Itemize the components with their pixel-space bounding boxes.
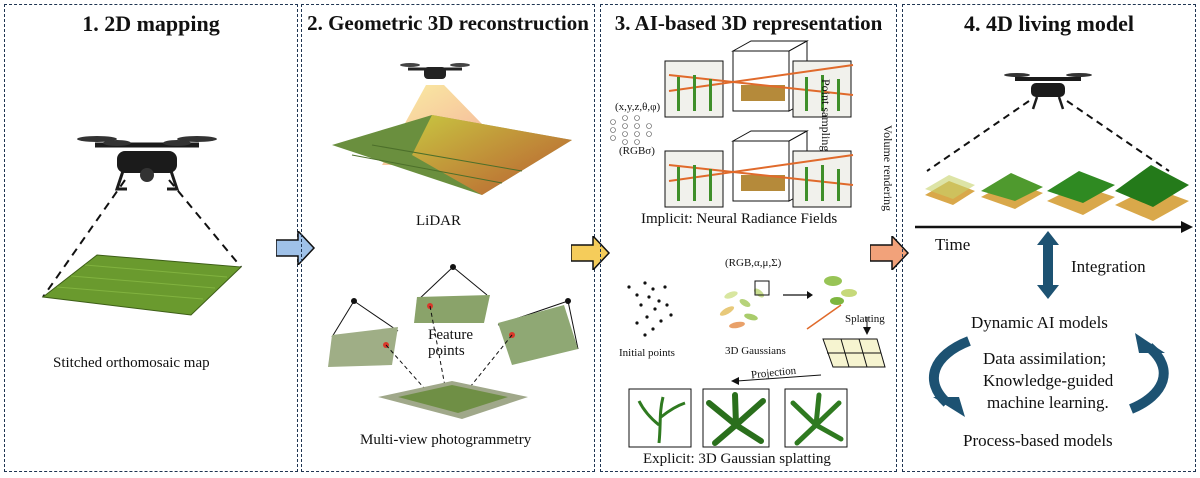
panel-title: 3. AI-based 3D representation xyxy=(614,11,883,35)
panel-title: 4. 4D living model xyxy=(964,11,1134,36)
drone-map-illustration xyxy=(41,136,243,316)
growth-plot-1 xyxy=(925,175,975,205)
assimilation-line-3: machine learning. xyxy=(987,393,1109,412)
time-label: Time xyxy=(935,235,971,254)
panel-2d-mapping: 1. 2D mapping Stitched orthomosaic map xyxy=(4,4,298,472)
lidar-photogrammetry-illustration xyxy=(328,63,579,419)
panel-title: 1. 2D mapping xyxy=(82,11,220,36)
orthomosaic-field xyxy=(41,254,243,316)
growth-plot-4 xyxy=(1115,165,1189,221)
gaussian-ellipses xyxy=(719,288,764,329)
camera-view-1 xyxy=(414,295,490,323)
photogrammetry-label: Multi-view photogrammetry xyxy=(360,432,532,448)
integration-arrow xyxy=(1037,231,1059,299)
feature-points-label: Feature points xyxy=(428,327,473,359)
gaussians-label: 3D Gaussians xyxy=(725,345,786,357)
orthomosaic-caption: Stitched orthomosaic map xyxy=(53,355,210,371)
dynamic-models-label: Dynamic AI models xyxy=(971,313,1108,332)
neural-network-icon xyxy=(610,115,652,145)
nerf-gaussian-illustration xyxy=(610,40,886,448)
assimilation-line-1: Data assimilation; xyxy=(983,349,1107,368)
initial-points-label: Initial points xyxy=(619,347,675,359)
drone-icon xyxy=(1004,73,1092,110)
lidar-drone-icon xyxy=(400,63,470,79)
camera-view-2 xyxy=(328,327,398,367)
cycle-arrows xyxy=(929,336,1169,414)
point-sampling-label: Point sampling xyxy=(819,79,833,152)
assimilation-line-2: Knowledge-guided xyxy=(983,371,1114,390)
nerf-output-label: (RGBσ) xyxy=(619,145,655,157)
gaussian-caption: Explicit: 3D Gaussian splatting xyxy=(643,451,831,467)
drone-icon xyxy=(77,136,217,191)
panel-4d-living-model: 4. 4D living model Tim xyxy=(902,4,1196,472)
nerf-input-label: (x,y,z,θ,φ) xyxy=(615,101,661,113)
initial-points-cloud xyxy=(627,281,673,337)
panel-ai-3d-representation: 3. AI-based 3D representation xyxy=(600,4,897,472)
panel-geometric-reconstruction: 2. Geometric 3D reconstruction xyxy=(301,4,595,472)
panel-title: 2. Geometric 3D reconstruction xyxy=(307,11,589,35)
arrow-right-icon xyxy=(870,236,910,270)
growth-plot-2 xyxy=(981,173,1043,209)
living-model-illustration xyxy=(915,73,1193,417)
arrow-right-icon xyxy=(571,236,611,270)
arrow-right-icon xyxy=(276,231,316,265)
splatting-label: Splatting xyxy=(845,313,885,325)
camera-view-3 xyxy=(498,305,578,365)
integration-label: Integration xyxy=(1071,257,1146,276)
splat-ellipses xyxy=(824,276,857,305)
nerf-caption: Implicit: Neural Radiance Fields xyxy=(641,211,838,227)
growth-plot-3 xyxy=(1047,171,1115,215)
process-models-label: Process-based models xyxy=(963,431,1113,450)
volume-rendering-label: Volume rendering xyxy=(881,125,895,212)
gaussian-params-label: (RGB,α,μ,Σ) xyxy=(725,257,782,269)
lidar-label: LiDAR xyxy=(416,213,461,229)
